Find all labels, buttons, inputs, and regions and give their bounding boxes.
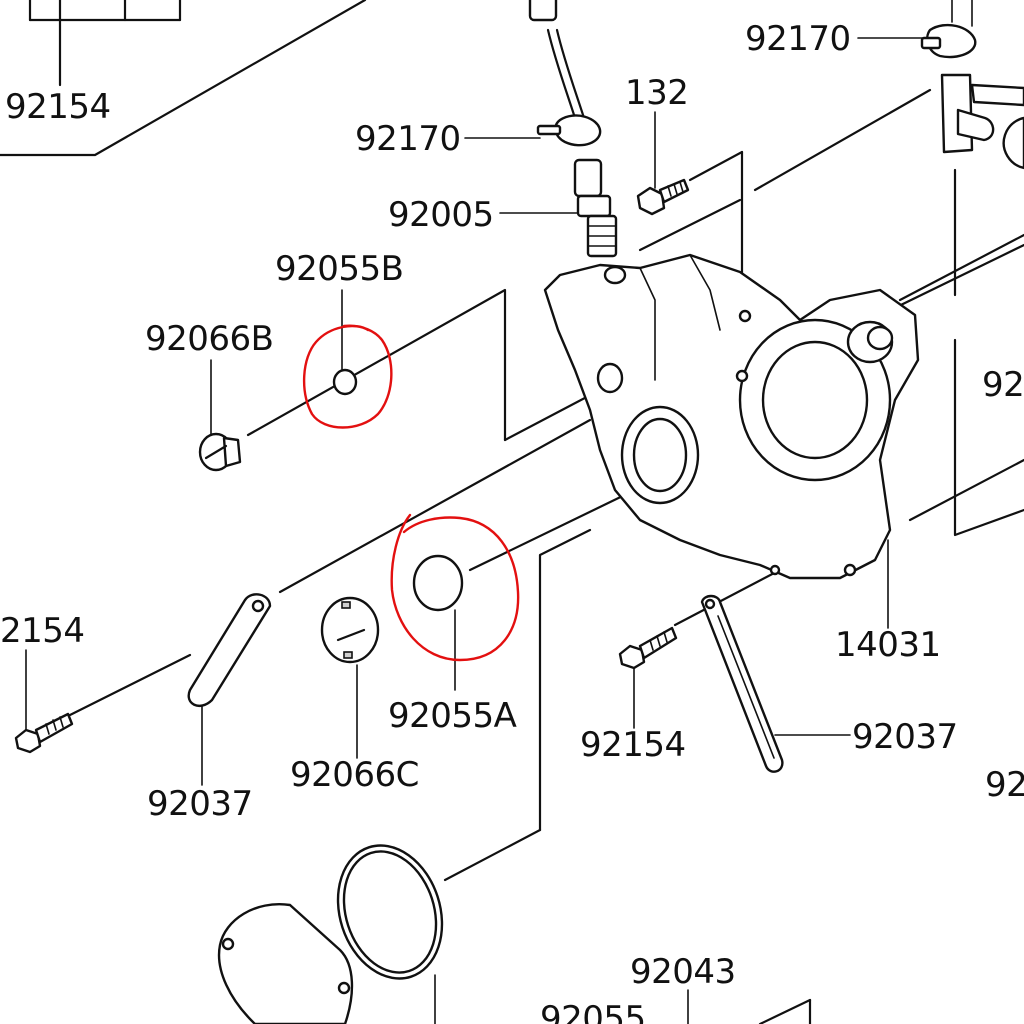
tee-hose-joint (940, 73, 1024, 170)
highlight-circle-92055b (302, 324, 393, 429)
o-ring-92055b (332, 368, 358, 396)
hose-fitting-top (528, 0, 586, 120)
hose-clamp-92170-right (920, 0, 977, 59)
part-label-132: 132 (625, 73, 688, 113)
part-label-92037-right: 92037 (852, 717, 958, 757)
part-label-2154-left: 2154 (0, 611, 85, 651)
part-label-92055a: 92055A (388, 696, 517, 736)
part-label-92005: 92005 (388, 195, 494, 235)
guide-plate-92037-right (700, 594, 784, 773)
part-label-92170-right: 92170 (745, 19, 851, 59)
o-ring-92055a (412, 554, 464, 612)
bolt-132 (636, 178, 690, 216)
part-label-92066b: 92066B (145, 319, 273, 359)
cover-plate (217, 903, 354, 1024)
highlight-circle-92055a (390, 513, 520, 662)
part-label-92-edge-upper: 92 (982, 365, 1024, 405)
bolt-92154-left (14, 712, 74, 754)
part-label-92-edge-lower: 92 (985, 765, 1024, 805)
part-label-92043: 92043 (630, 952, 736, 992)
part-label-92066c: 92066C (290, 755, 419, 795)
part-label-92055-bottom: 92055 (540, 999, 646, 1024)
plug-92066c (320, 596, 380, 664)
part-label-92154-mid: 92154 (580, 725, 686, 765)
hose-nipple-92005 (573, 158, 618, 258)
crankcase-cover-14031 (543, 253, 920, 580)
part-number-labels: 92154 92170 92170 132 92005 92055B 92066… (0, 19, 1024, 1024)
part-label-92037-left: 92037 (147, 784, 253, 824)
plug-92066b (198, 432, 242, 472)
part-label-14031: 14031 (835, 625, 941, 665)
highlight-marks (302, 324, 520, 662)
part-label-92154-top: 92154 (5, 87, 111, 127)
part-label-92170-mid: 92170 (355, 119, 461, 159)
part-label-92055b: 92055B (275, 249, 403, 289)
gasket-ring (336, 844, 444, 980)
hose-clamp-92170-mid (536, 114, 602, 147)
guide-plate-92037-left (187, 593, 272, 707)
bolt-92154-mid (618, 626, 678, 670)
